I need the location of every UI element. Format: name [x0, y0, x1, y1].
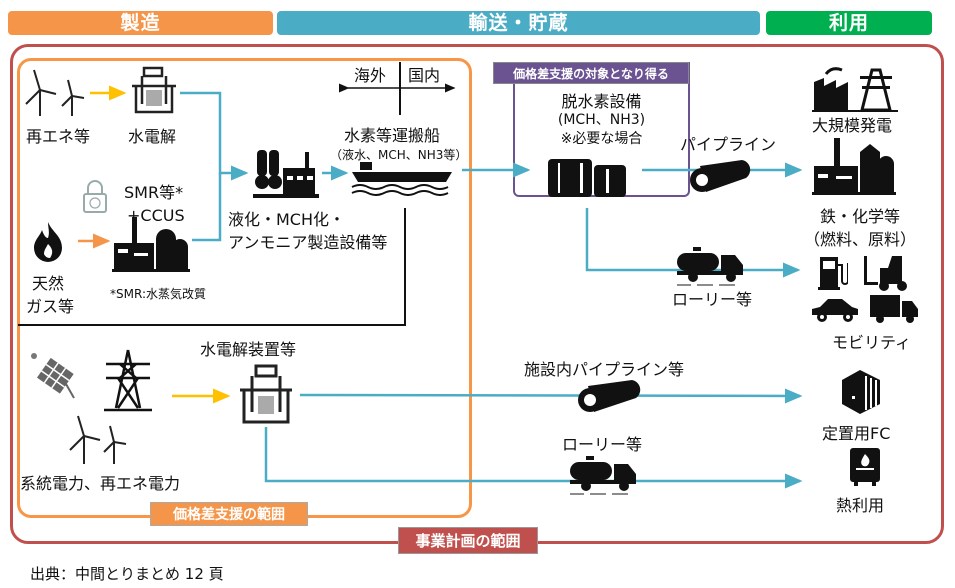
label-heat-use: 熱利用 [836, 496, 885, 515]
label-carrier-ship: 水素等運搬船 [344, 126, 441, 145]
label-dehydrogenation-3: ※必要な場合 [560, 131, 643, 147]
header-transport-storage: 輸送・貯蔵 [277, 11, 760, 35]
label-renewables: 再エネ等 [26, 127, 91, 146]
transmission-tower-icon [104, 349, 152, 412]
label-pipeline: パイプライン [680, 135, 777, 154]
price-support-scope-tag: 価格差支援の範囲 [150, 502, 308, 526]
header-production: 製造 [8, 11, 273, 35]
car-icon [812, 299, 858, 322]
label-dehydrogenation-1: 脱水素設備 [561, 92, 642, 111]
smr-plant-icon [112, 217, 190, 272]
electrolyzer-icon [132, 66, 176, 114]
electrolyzer-icon [240, 364, 292, 424]
fuel-cell-icon [842, 370, 880, 414]
eligible-tag: 価格差支援の対象となり得る [493, 62, 689, 84]
label-electrolysis: 水電解 [128, 127, 177, 146]
label-lorry-2: ローリー等 [562, 435, 643, 454]
fuel-pump-icon [818, 257, 848, 290]
power-plant-icon [812, 67, 898, 112]
onsite-pipeline-icon [578, 380, 641, 412]
label-onsite-pipeline: 施設内パイプライン等 [524, 360, 685, 379]
label-carrier-ship-sub: （液水、MCH、NH3等） [330, 148, 468, 162]
wind-turbine-icon [25, 69, 85, 116]
tank-lorry-icon [677, 247, 743, 286]
label-smr-ccus-1: SMR等* [124, 183, 184, 202]
business-plan-scope-tag: 事業計画の範囲 [398, 527, 538, 554]
forklift-icon [864, 256, 907, 291]
label-natural-gas-1: 天然 [32, 274, 65, 293]
label-lorry: ローリー等 [672, 290, 753, 309]
label-domestic: 国内 [408, 66, 441, 85]
ccus-lock-icon [83, 180, 107, 213]
carrier-ship-icon [351, 162, 452, 196]
header-utilization: 利用 [766, 11, 932, 35]
solar-panel-icon [31, 353, 75, 399]
label-smr-note: *SMR:水蒸気改質 [110, 287, 206, 301]
label-mobility: モビリティ [832, 333, 912, 352]
source-note: 出典：中間とりまとめ 12 頁 [30, 565, 224, 583]
label-overseas: 海外 [354, 66, 387, 85]
industrial-factory-icon [812, 138, 896, 195]
label-stationary-fc: 定置用FC [822, 424, 891, 443]
label-electrolyzer-equipment: 水電解装置等 [200, 340, 297, 359]
heat-unit-icon [850, 448, 880, 486]
label-conversion-2: アンモニア製造設備等 [228, 233, 388, 252]
truck-icon [870, 295, 918, 323]
tank-lorry-icon [570, 456, 636, 495]
label-smr-ccus-2: +CCUS [127, 206, 185, 225]
pipeline-icon [690, 160, 751, 192]
wind-turbine-icon [69, 415, 127, 464]
label-steel-chem-1: 鉄・化学等 [819, 207, 900, 226]
label-natural-gas-2: ガス等 [26, 297, 75, 316]
natural-gas-flame-icon [34, 222, 62, 262]
label-steel-chem-2: （燃料、原料） [803, 230, 916, 249]
dehydrogenation-tank-icon [548, 159, 626, 197]
label-power-generation: 大規模発電 [812, 116, 893, 135]
label-conversion-1: 液化・MCH化・ [228, 210, 346, 229]
label-grid-renewable-power: 系統電力、再エネ電力 [20, 474, 181, 493]
conversion-plant-icon [253, 150, 319, 198]
label-dehydrogenation-2: (MCH、NH3) [557, 112, 646, 128]
